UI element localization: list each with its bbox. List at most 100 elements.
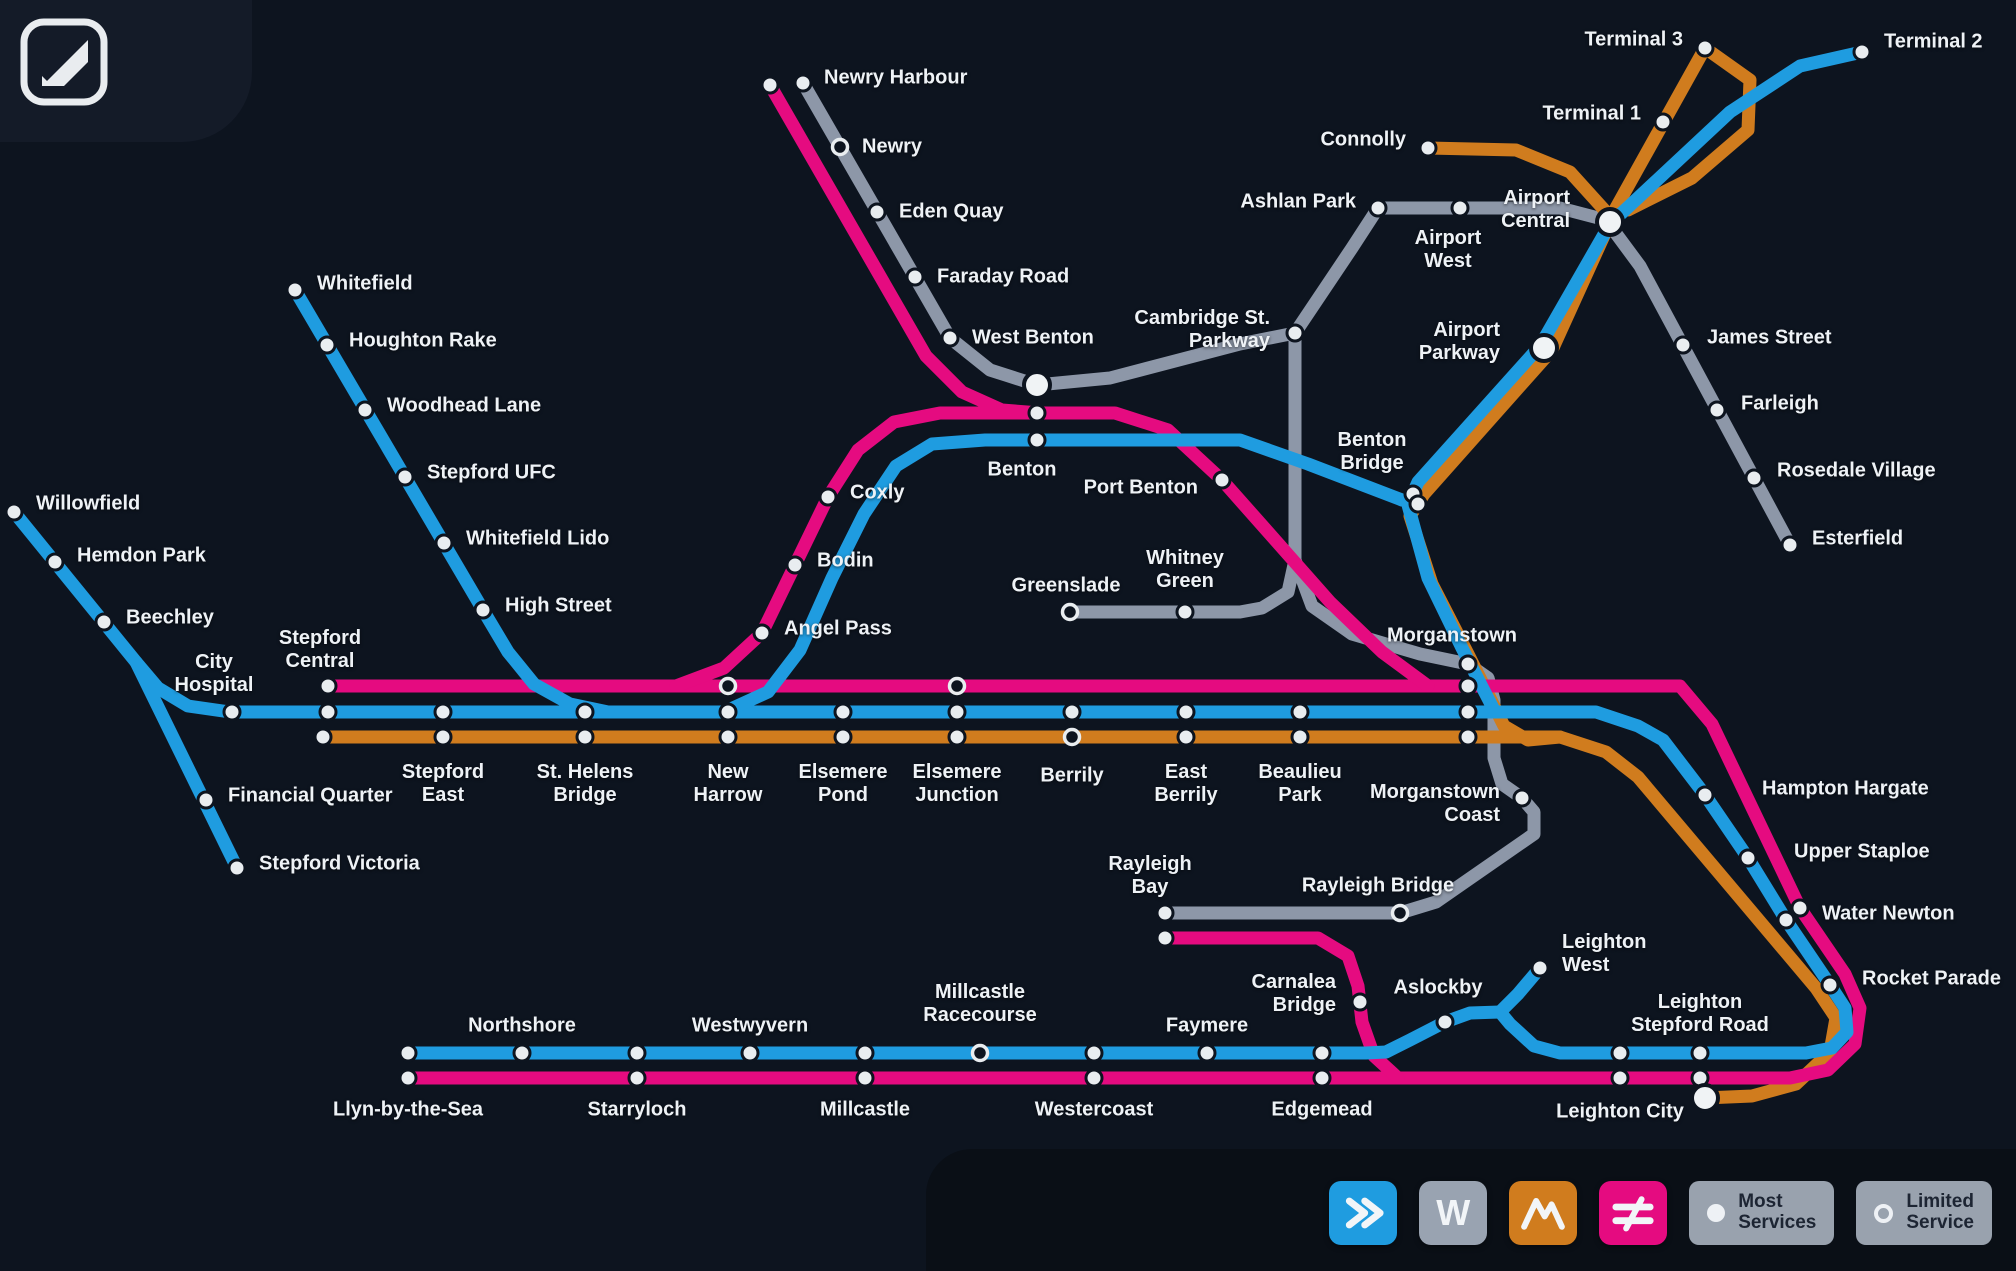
limited-service-dot-icon	[1874, 1203, 1894, 1223]
station-dot-stepford-east	[433, 702, 453, 722]
station-dot-city-hospital	[222, 702, 242, 722]
station-dot-beaulieu-park	[1290, 727, 1310, 747]
station-dot-financial-quarter	[196, 790, 216, 810]
station-dot-terminal-3	[1695, 38, 1715, 58]
station-dot-millcastle	[855, 1043, 875, 1063]
station-dot-water-newton	[1776, 910, 1796, 930]
station-dot-st-helens-bridge	[575, 702, 595, 722]
line-orange-connolly	[1421, 141, 1615, 221]
line-blue-main	[7, 505, 1854, 1060]
most-services-dot-icon	[1707, 1204, 1726, 1222]
station-dot-east-berrily	[1176, 702, 1196, 722]
station-dot-whitney-green	[1175, 602, 1195, 622]
station-dot-cambridge-st-parkway	[1285, 323, 1305, 343]
station-dot-millcastle	[855, 1068, 875, 1088]
line-orange-terminal3	[1605, 41, 1712, 222]
station-dot-coxly	[818, 487, 838, 507]
station-dot-llyn-by-the-sea	[398, 1068, 418, 1088]
station-dot-rosedale-village	[1744, 468, 1764, 488]
station-dot-elsemere-pond	[833, 727, 853, 747]
station-dot-newry-harbour	[793, 73, 813, 93]
station-dot-starryloch	[627, 1068, 647, 1088]
station-dot-water-newton	[1790, 898, 1810, 918]
network-logo-icon	[20, 18, 108, 106]
route-chip-orange[interactable]	[1509, 1181, 1578, 1245]
station-dot-new-harrow	[718, 727, 738, 747]
station-dot-hemdon-park	[45, 552, 65, 572]
grey-route-icon: W	[1436, 1192, 1471, 1233]
station-dot-rayleigh-bay	[1155, 903, 1175, 923]
station-dot-millcastle-racecourse	[970, 1043, 990, 1063]
line-blue-victoria-branch	[129, 655, 244, 875]
station-dot-westercoast	[1084, 1068, 1104, 1088]
station-dot-james-street	[1673, 335, 1693, 355]
station-dot-beechley	[94, 612, 114, 632]
station-dot-rayleigh-bridge	[1390, 903, 1410, 923]
orange-route-icon	[1521, 1198, 1566, 1230]
station-dot-airport-central	[1595, 207, 1625, 237]
line-pink-benton-arc	[669, 406, 1435, 693]
route-chip-blue[interactable]	[1329, 1181, 1398, 1245]
line-blue-airport	[1401, 45, 1869, 719]
station-dot-stepford-central	[318, 702, 338, 722]
station-dot-morganstown-coast	[1512, 788, 1532, 808]
station-dot-westercoast	[1084, 1043, 1104, 1063]
pink-route-icon	[1612, 1196, 1654, 1232]
station-dot-hampton-hargate	[1695, 785, 1715, 805]
station-dot-port-benton	[1212, 470, 1232, 490]
line-orange-terminal-loop	[1621, 41, 1757, 217]
station-dot-willowfield	[4, 502, 24, 522]
station-dot-upper-staploe	[1738, 848, 1758, 868]
station-dot-elsemere-pond	[833, 702, 853, 722]
station-dot-leighton-city	[1690, 1083, 1720, 1113]
station-dot-starryloch	[627, 1043, 647, 1063]
station-dot-berrily	[1062, 727, 1082, 747]
station-dot-benton	[1022, 370, 1052, 400]
station-dot-whitefield-lido	[434, 533, 454, 553]
station-dot-westwyvern	[740, 1043, 760, 1063]
station-dot-leighton-city	[1610, 1068, 1630, 1088]
station-dot-leighton-west	[1530, 958, 1550, 978]
line-orange-trunk-leighton	[316, 730, 1843, 1105]
line-blue-benton-arc	[717, 433, 1409, 719]
station-dot-faymere	[1197, 1043, 1217, 1063]
station-dot-leighton-city	[1610, 1043, 1630, 1063]
station-dot-stepford-central	[318, 676, 338, 696]
station-dot-houghton-rake	[317, 335, 337, 355]
line-grey-greenslade	[1063, 326, 1302, 619]
station-dot-new-harrow	[718, 702, 738, 722]
station-dot-woodhead-lane	[355, 400, 375, 420]
line-pink-main	[321, 679, 1867, 1085]
station-dot-newry-harbour	[760, 75, 780, 95]
route-chip-grey[interactable]: W	[1419, 1181, 1488, 1245]
station-dot-west-benton	[940, 328, 960, 348]
station-dot-carnalea-bridge	[1350, 992, 1370, 1012]
station-dot-elsemere-junction	[947, 676, 967, 696]
station-dot-terminal-2	[1852, 42, 1872, 62]
station-dot-aslockby	[1435, 1012, 1455, 1032]
station-dot-rayleigh-bay	[1155, 928, 1175, 948]
station-dot-high-street	[473, 600, 493, 620]
station-dot-edgemead	[1312, 1068, 1332, 1088]
station-dot-rocket-parade	[1820, 975, 1840, 995]
station-dot-eden-quay	[867, 202, 887, 222]
route-chip-pink[interactable]	[1599, 1181, 1668, 1245]
station-dot-faraday-road	[905, 267, 925, 287]
station-dot-benton	[1027, 403, 1047, 423]
station-dot-airport-west	[1450, 198, 1470, 218]
station-dot-esterfield	[1780, 535, 1800, 555]
station-dot-morganstown	[1458, 727, 1478, 747]
station-dot-northshore	[512, 1043, 532, 1063]
station-dot-terminal-1	[1653, 112, 1673, 132]
station-dot-east-berrily	[1176, 727, 1196, 747]
station-dot-elsemere-junction	[947, 727, 967, 747]
station-dot-farleigh	[1707, 400, 1727, 420]
network-logo	[18, 16, 110, 113]
